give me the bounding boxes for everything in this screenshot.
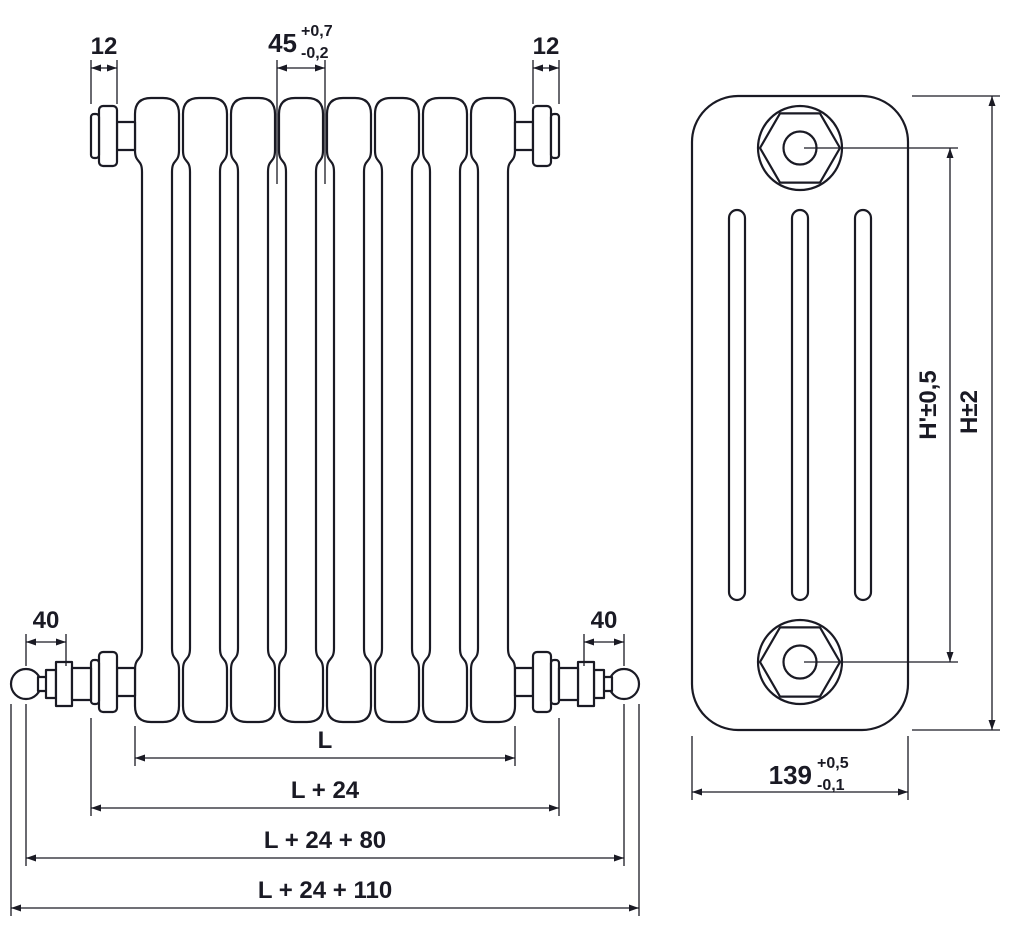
front-view-radiator xyxy=(9,96,641,724)
end-plug-bottom-left xyxy=(89,650,137,714)
radiator-section xyxy=(181,96,229,724)
dimension-label-length-l24-80: L + 24 + 80 xyxy=(264,827,386,854)
dimension-tail-left: 40 xyxy=(25,607,67,666)
dimension-tail-right: 40 xyxy=(583,607,625,666)
dimension-length-l24-80: L + 24 + 80 xyxy=(25,704,625,866)
dimension-length-l: L xyxy=(134,726,516,766)
dimension-label-plug-right: 12 xyxy=(533,33,560,60)
dimension-plug-right: 12 xyxy=(532,33,560,104)
dimension-height-overall: H±2 xyxy=(912,95,1000,731)
radiator-section xyxy=(421,96,469,724)
dimension-label-pitch-tol-minus: -0,2 xyxy=(301,45,329,62)
radiator-section xyxy=(277,96,325,724)
tapping-boss-bottom xyxy=(756,618,844,706)
dimension-label-length-l24: L + 24 xyxy=(291,777,360,804)
dimension-length-l24-110: L + 24 + 110 xyxy=(10,704,640,916)
radiator-section xyxy=(229,96,277,724)
end-plug-top-left xyxy=(89,104,137,168)
dimension-label-depth-tol-minus: -0,1 xyxy=(817,777,845,794)
dimension-label-height-overall: H±2 xyxy=(956,390,983,434)
dimension-pitch: 45 +0,7 -0,2 xyxy=(268,23,333,184)
side-view-radiator xyxy=(690,94,910,732)
dimension-label-pitch-tol-plus: +0,7 xyxy=(301,23,333,40)
radiator-section xyxy=(325,96,373,724)
end-plug-bottom-right xyxy=(513,650,561,714)
dimension-depth: 139 +0,5 -0,1 xyxy=(691,736,909,800)
dimension-label-depth: 139 xyxy=(769,760,812,790)
dimension-label-length-l: L xyxy=(318,727,333,754)
radiator-section xyxy=(373,96,421,724)
valve-tail-right xyxy=(557,660,641,708)
tapping-boss-top xyxy=(756,104,844,192)
dimension-label-plug-left: 12 xyxy=(91,33,118,60)
radiator-section xyxy=(469,96,517,724)
dimension-plug-left: 12 xyxy=(90,33,118,104)
end-plug-top-right xyxy=(513,104,561,168)
dimension-label-length-l24-110: L + 24 + 110 xyxy=(258,877,392,904)
radiator-section xyxy=(133,96,181,724)
side-view-slot xyxy=(853,208,873,602)
dimension-length-l24: L + 24 xyxy=(90,718,560,816)
valve-tail-left xyxy=(9,660,93,708)
dimension-label-depth-tol-plus: +0,5 xyxy=(817,755,849,772)
dimension-label-tail-right: 40 xyxy=(591,607,618,634)
dimension-height-centers: H'±0,5 xyxy=(804,147,958,663)
dimension-label-pitch: 45 xyxy=(268,28,297,58)
side-view-slot xyxy=(727,208,747,602)
dimension-label-height-centers: H'±0,5 xyxy=(915,370,942,440)
side-view-slot xyxy=(790,208,810,602)
dimension-label-tail-left: 40 xyxy=(33,607,60,634)
